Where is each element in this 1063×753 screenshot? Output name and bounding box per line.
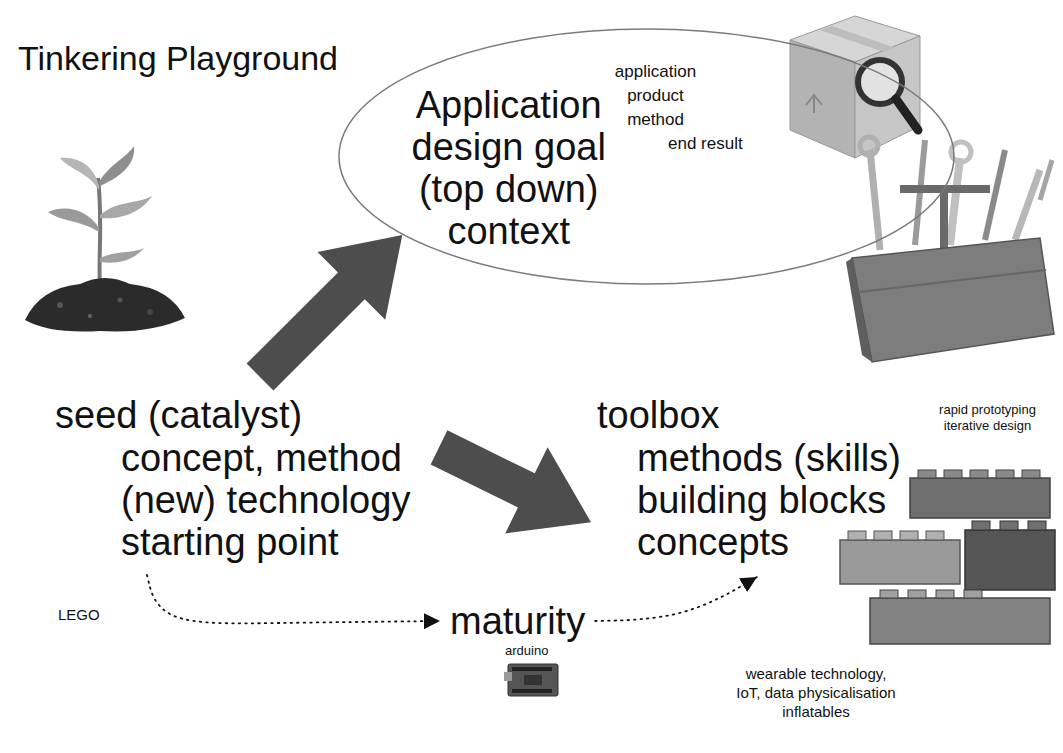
picture-caption: wearable technology, IoT, data physicali…: [732, 664, 900, 721]
group-heading: toolbox: [597, 393, 911, 437]
diagram-title: Tinkering Playground: [18, 38, 338, 78]
block-arrow: [247, 235, 403, 390]
picture-caption: rapid prototyping iterative design: [925, 402, 1050, 434]
goal-ellipse: Application design goal (top down) conte…: [338, 28, 955, 285]
dotted-arrow: [147, 575, 440, 623]
toolbox-picture: [846, 137, 1054, 362]
picture-caption: arduino: [505, 643, 548, 659]
group-heading: maturity: [450, 600, 585, 642]
maturity-group: maturity: [450, 600, 585, 642]
box-magnifier-picture: [790, 16, 920, 158]
toolbox-group: toolboxmethods (skills) building blocks …: [597, 393, 911, 563]
group-body: concept, method (new) technology startin…: [121, 437, 425, 563]
ellipse-note: application product method: [613, 60, 698, 132]
group-heading: seed (catalyst): [55, 393, 425, 437]
ellipse-note: end result: [668, 132, 743, 156]
picture-caption: LEGO: [58, 606, 100, 624]
dotted-arrow: [595, 577, 757, 621]
seedling-picture: [25, 146, 185, 332]
seed-group: seed (catalyst)concept, method (new) tec…: [55, 393, 425, 563]
group-body: methods (skills) building blocks concept…: [637, 437, 911, 563]
arduino-picture: [504, 664, 558, 696]
ellipse-heading: Application design goal (top down) conte…: [408, 84, 609, 252]
block-arrow: [431, 430, 591, 533]
